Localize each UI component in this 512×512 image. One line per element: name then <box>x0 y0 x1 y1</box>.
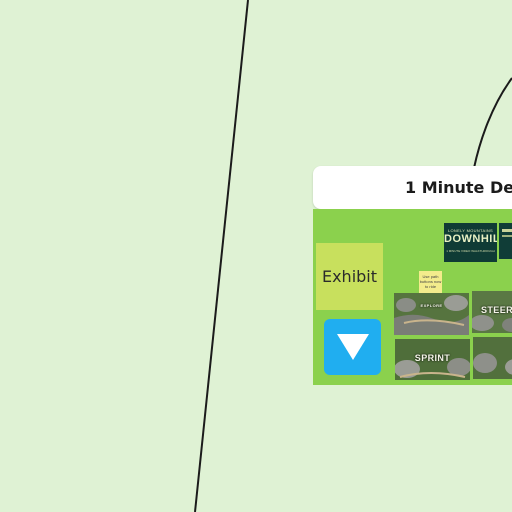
frame-title-text: 1 Minute Demo <box>405 178 512 197</box>
small-note-text: Use path buttons now to ride <box>419 274 442 289</box>
scene-art <box>394 293 469 335</box>
connector-line-right[interactable] <box>473 77 512 169</box>
scene-label-sprint: SPRINT <box>414 353 451 363</box>
title-card-thumbnail[interactable]: LONELY MOUNTAINS DOWNHILL 1 MINUTE VIDEO… <box>444 223 497 262</box>
small-sticky-note[interactable]: Use path buttons now to ride <box>419 271 442 295</box>
scene-label-steer: STEER <box>480 305 512 315</box>
title-card-thumbnail-2[interactable] <box>499 223 512 259</box>
scene-art <box>473 337 512 379</box>
thumbnail-art <box>502 229 512 237</box>
frame-title[interactable]: 1 Minute Demo <box>313 166 512 209</box>
scene-thumbnail-explore[interactable]: EXPLORE <box>394 293 469 335</box>
scene-thumbnail-4[interactable] <box>473 337 512 379</box>
scene-art <box>472 291 512 333</box>
down-triangle-icon <box>336 334 369 360</box>
exhibit-label: Exhibit <box>321 267 378 286</box>
scene-thumbnail-steer[interactable]: STEER <box>472 291 512 333</box>
scene-thumbnail-sprint[interactable]: SPRINT <box>395 339 470 380</box>
title-card-line1: LONELY MOUNTAINS <box>447 228 494 233</box>
title-card-line2: DOWNHILL <box>444 233 497 245</box>
connector-line-left[interactable] <box>194 0 249 512</box>
exhibit-sticky-note[interactable]: Exhibit <box>316 243 383 310</box>
frame-content[interactable]: Exhibit Use path buttons now to ride LON… <box>313 209 512 385</box>
play-button[interactable] <box>324 319 381 375</box>
scene-art <box>395 339 470 380</box>
scene-label-explore: EXPLORE <box>420 303 443 308</box>
title-card-line3: 1 MINUTE VIDEO WALKTHROUGH <box>446 249 495 253</box>
